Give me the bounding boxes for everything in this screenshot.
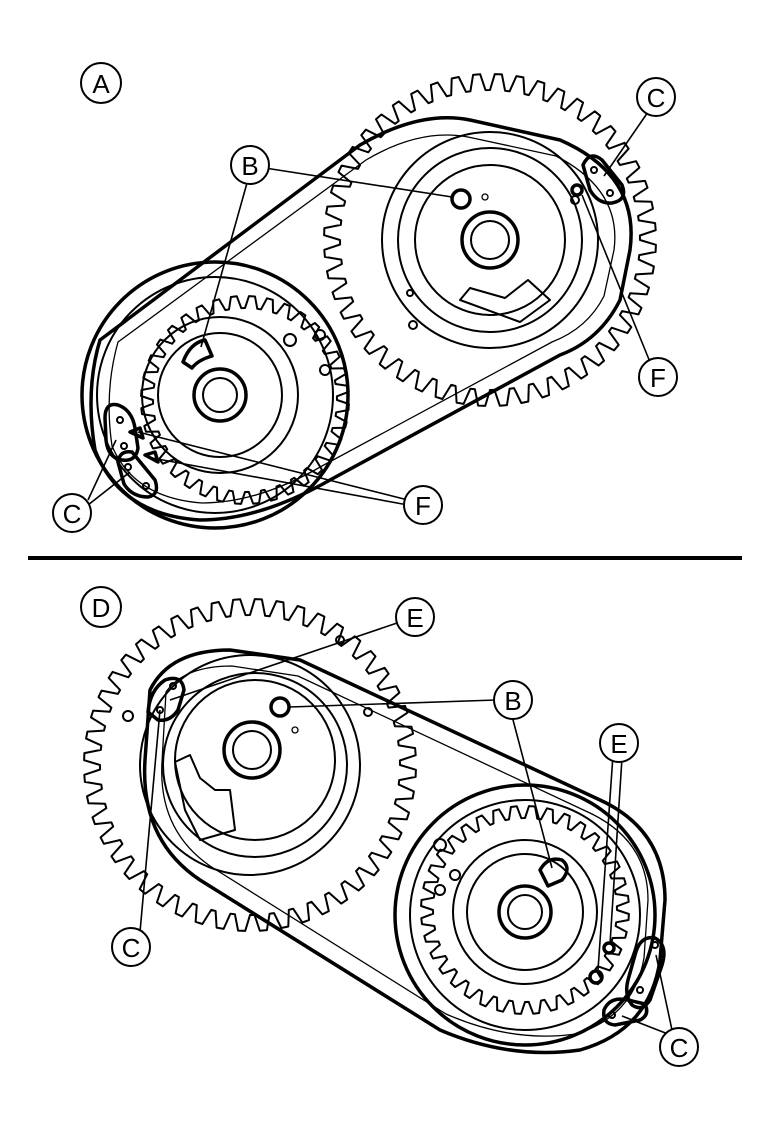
view-label-d: D [80,586,122,628]
svg-text:C: C [63,499,82,529]
panel-top: A B C F C F [52,62,678,533]
callout-f-top-right: F [638,357,678,397]
dowel-hole-icon [269,696,291,718]
svg-text:C: C [670,1033,689,1063]
svg-text:D: D [92,593,111,623]
callout-b-bottom: B [493,680,533,720]
svg-text:E: E [406,603,423,633]
view-label-a: A [80,62,122,104]
slot-icon [181,338,214,370]
callout-c-top-right: C [636,77,676,117]
callout-b-top: B [230,145,270,185]
sprocket-left-bottom [83,598,417,932]
panel-bottom: D E B E C C [80,586,699,1067]
svg-text:B: B [504,686,521,716]
callout-e-bottom-right: E [599,723,639,763]
mark-link-right-bottom [601,935,666,1027]
timing-chain-bottom [142,648,667,1055]
mark-link-top-right [570,154,626,205]
svg-text:F: F [650,363,666,393]
svg-text:A: A [92,69,110,99]
dowel-hole-icon [450,188,472,210]
callout-e-bottom-top: E [395,597,435,637]
svg-text:B: B [241,151,258,181]
callout-c-top-left: C [52,493,92,533]
slot-icon [538,857,569,888]
sprocket-right-top [323,73,657,407]
callout-c-bottom-right: C [659,1027,699,1067]
callout-c-bottom-left: C [111,927,151,967]
svg-text:F: F [415,491,431,521]
svg-text:C: C [122,933,141,963]
svg-text:E: E [610,729,627,759]
callout-f-top-bottom: F [403,485,443,525]
sprocket-left-top [80,260,350,530]
mark-link-bottom-left [103,402,160,499]
svg-text:C: C [647,83,666,113]
sprocket-right-bottom [393,783,657,1047]
